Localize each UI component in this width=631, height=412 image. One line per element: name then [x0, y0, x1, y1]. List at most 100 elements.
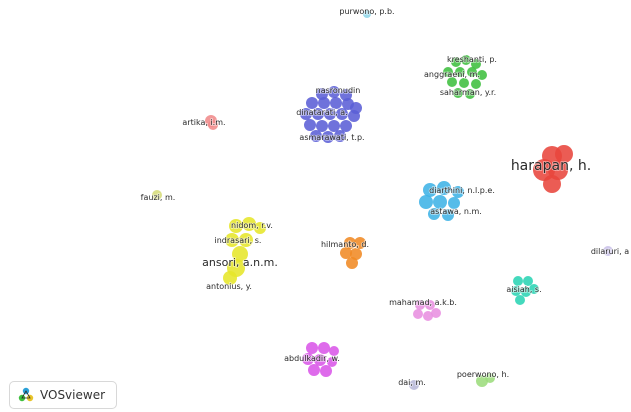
node-label-red[interactable]: harapan, h. [510, 157, 592, 175]
node-label-blue[interactable]: dinatarati, a. [295, 107, 348, 118]
node-bubble-magenta[interactable] [314, 354, 326, 366]
node-bubble-green[interactable] [447, 77, 457, 87]
node-bubble-red[interactable] [543, 175, 561, 193]
node-bubble-blue[interactable] [312, 108, 324, 120]
node-bubble-blue[interactable] [348, 110, 360, 122]
node-bubble-orange[interactable] [344, 237, 356, 249]
node-bubble-yellow[interactable] [223, 271, 237, 285]
node-bubble-lightblue[interactable] [419, 195, 433, 209]
node-bubble-magenta[interactable] [329, 346, 339, 356]
node-bubble-yellow[interactable] [242, 217, 256, 231]
node-bubble-green[interactable] [451, 57, 461, 67]
node-bubble-orange[interactable] [350, 248, 362, 260]
node-bubble-grey[interactable] [409, 380, 419, 390]
node-bubble-green[interactable] [471, 59, 481, 69]
node-bubble-pink[interactable] [415, 300, 425, 310]
node-bubble-blue[interactable] [310, 130, 322, 142]
node-bubble-pink[interactable] [423, 311, 433, 321]
node-label-olive[interactable]: fauzi, m. [140, 192, 176, 203]
node-bubble-green[interactable] [443, 67, 453, 77]
node-bubble-orange[interactable] [340, 247, 352, 259]
node-label-green[interactable]: saharman, y.r. [439, 87, 497, 98]
node-bubble-blue[interactable] [340, 120, 352, 132]
node-bubble-green[interactable] [455, 67, 465, 77]
node-label-green[interactable]: kreshanti, p. [446, 54, 498, 65]
node-label-magenta[interactable]: abdulkadir, w. [283, 353, 340, 364]
node-label-lavender[interactable]: dilaruri, a [590, 246, 630, 257]
node-label-grey[interactable]: dai, m. [397, 377, 426, 388]
node-bubble-orange[interactable] [354, 237, 366, 249]
node-bubble-magenta[interactable] [327, 357, 337, 367]
node-bubble-lightblue[interactable] [428, 208, 440, 220]
node-bubble-blue[interactable] [322, 131, 334, 143]
node-bubble-yellow[interactable] [225, 233, 239, 247]
node-bubble-blue[interactable] [306, 97, 318, 109]
node-bubble-blue[interactable] [304, 119, 316, 131]
node-bubble-pink[interactable] [413, 309, 423, 319]
node-label-yellow[interactable]: indrasari, s. [214, 235, 263, 246]
node-label-green[interactable]: anggraeni, m. [423, 69, 481, 80]
node-bubble-blue[interactable] [330, 97, 342, 109]
node-bubble-yellow[interactable] [232, 246, 248, 262]
node-bubble-green[interactable] [467, 67, 477, 77]
node-bubble-yellow[interactable] [239, 233, 253, 247]
node-label-lightgreen[interactable]: poerwono, h. [456, 369, 510, 380]
node-label-blue[interactable]: nasronudin [315, 85, 361, 96]
node-bubble-salmon[interactable] [208, 120, 218, 130]
node-bubble-red[interactable] [555, 145, 573, 163]
node-bubble-magenta[interactable] [320, 365, 332, 377]
node-label-yellow[interactable]: nidom, r.v. [230, 220, 274, 231]
node-bubble-green[interactable] [477, 70, 487, 80]
node-bubble-blue[interactable] [336, 108, 348, 120]
node-bubble-blue[interactable] [318, 97, 330, 109]
node-bubble-teal[interactable] [523, 276, 533, 286]
node-bubble-yellow[interactable] [229, 219, 243, 233]
node-bubble-blue[interactable] [340, 89, 352, 101]
node-label-orange[interactable]: hilmanto, d. [320, 239, 370, 250]
node-bubble-lightblue[interactable] [452, 186, 464, 198]
node-bubble-teal[interactable] [529, 284, 539, 294]
node-label-pink[interactable]: mahamad, a.k.b. [388, 297, 457, 308]
node-label-blue[interactable]: asmarawati, t.p. [299, 132, 366, 143]
node-bubble-green[interactable] [453, 88, 463, 98]
node-bubble-blue[interactable] [316, 120, 328, 132]
node-bubble-blue[interactable] [324, 108, 336, 120]
node-bubble-lightblue[interactable] [433, 195, 447, 209]
node-bubble-green[interactable] [471, 79, 481, 89]
node-bubble-green[interactable] [465, 89, 475, 99]
node-label-lightblue[interactable]: diarthini, n.l.p.e. [428, 185, 495, 196]
node-bubble-lightblue[interactable] [437, 181, 451, 195]
node-label-teal[interactable]: aisiah, s. [506, 284, 543, 295]
node-label-cyan[interactable]: purwono, p.b. [339, 6, 396, 17]
node-bubble-blue[interactable] [300, 108, 312, 120]
node-bubble-teal[interactable] [515, 295, 525, 305]
node-label-yellow[interactable]: ansori, a.n.m. [201, 255, 278, 270]
node-bubble-olive[interactable] [152, 190, 162, 200]
node-bubble-magenta[interactable] [308, 364, 320, 376]
node-bubble-blue[interactable] [334, 130, 346, 142]
node-bubble-red[interactable] [548, 160, 568, 180]
node-bubble-orange[interactable] [346, 257, 358, 269]
vosviewer-badge[interactable]: VOSviewer [9, 381, 117, 409]
node-bubble-green[interactable] [461, 55, 471, 65]
node-bubble-pink[interactable] [431, 308, 441, 318]
node-bubble-teal[interactable] [521, 287, 531, 297]
node-bubble-blue[interactable] [328, 86, 340, 98]
node-bubble-lightblue[interactable] [423, 183, 437, 197]
node-bubble-magenta[interactable] [302, 353, 314, 365]
node-bubble-pink[interactable] [425, 300, 435, 310]
node-bubble-lightblue[interactable] [448, 197, 460, 209]
node-bubble-lightblue[interactable] [442, 209, 454, 221]
node-bubble-blue[interactable] [328, 120, 340, 132]
node-bubble-cyan[interactable] [363, 10, 371, 18]
node-bubble-magenta[interactable] [306, 342, 318, 354]
node-label-salmon[interactable]: artika, i.m. [182, 117, 227, 128]
node-label-yellow[interactable]: antonius, y. [205, 281, 252, 292]
node-bubble-teal[interactable] [511, 286, 521, 296]
node-bubble-magenta[interactable] [318, 342, 330, 354]
node-label-lightblue[interactable]: astawa, n.m. [429, 206, 482, 217]
node-bubble-lightgreen[interactable] [485, 373, 495, 383]
node-bubble-yellow[interactable] [254, 222, 266, 234]
node-bubble-green[interactable] [459, 78, 469, 88]
node-bubble-lavender[interactable] [603, 246, 613, 256]
